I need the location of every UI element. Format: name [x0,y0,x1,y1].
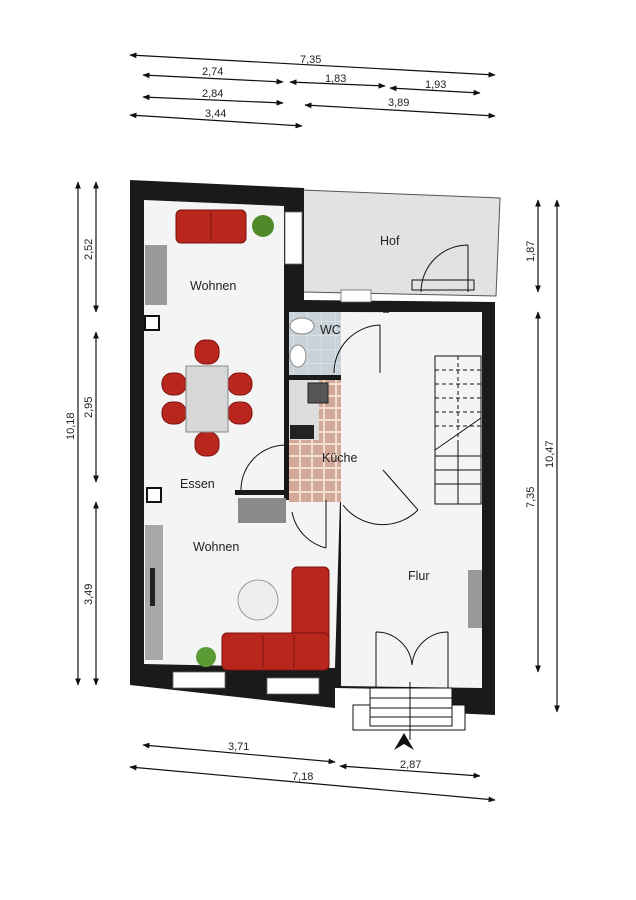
coffee-table [237,579,279,621]
room-label-essen: Essen [180,477,215,491]
toilet-icon [289,317,315,335]
dim-label: 2,87 [400,759,421,771]
sideboard [145,245,167,305]
dim-label: 7,35 [300,54,321,66]
chimney-icon [144,315,160,331]
dim-label: 2,52 [83,239,95,260]
armchair-gray [238,498,286,523]
radiator-flur [468,570,482,628]
dim-label: 2,95 [83,397,95,418]
dining-table [185,365,229,433]
plant-icon [252,215,274,237]
dim-label: 10,47 [544,440,556,468]
dimensions-right: 1,87 7,35 10,47 [525,199,560,713]
tv-icon [150,568,155,606]
dim-label: 1,87 [525,241,537,262]
plant-icon [196,647,216,667]
room-label-wc: WC [320,323,341,337]
room-label-wohnen: Wohnen [190,279,236,293]
windows [172,211,372,695]
dim-label: 7,18 [292,771,313,783]
dim-label: 7,35 [525,487,537,508]
sink-icon [307,382,329,404]
room-label-hof: Hof [380,234,400,248]
room-label-kueche: Küche [322,451,357,465]
dim-label: 2,84 [202,88,223,100]
entry-steps [352,682,466,740]
dim-label: 10,18 [65,412,77,440]
doors [235,244,475,690]
sofa-top [175,209,247,244]
stove-icon [290,425,314,439]
room-wohnen-essen [144,200,340,668]
dim-label: 3,89 [388,97,409,109]
washbasin-icon [289,344,307,368]
dim-label: 1,93 [425,79,446,91]
dim-label: 2,74 [202,66,223,78]
staircase [434,355,482,505]
corner-sofa [221,566,330,671]
dimensions-left: 10,18 2,52 2,95 3,49 [65,181,99,686]
dim-label: 1,83 [325,73,346,85]
entrance-arrow-icon [394,733,414,750]
dim-label: 3,71 [228,741,249,753]
dining-set [161,339,253,457]
dimensions-bottom: 3,71 2,87 7,18 [129,741,496,803]
dimensions-top: 7,35 2,74 1,83 1,93 2,84 3,89 3,44 [129,52,496,129]
chimney-icon [146,487,162,503]
room-label-wohnen: Wohnen [193,540,239,554]
dim-label: 3,49 [83,584,95,605]
dim-label: 3,44 [205,108,226,120]
room-label-flur: Flur [408,569,430,583]
